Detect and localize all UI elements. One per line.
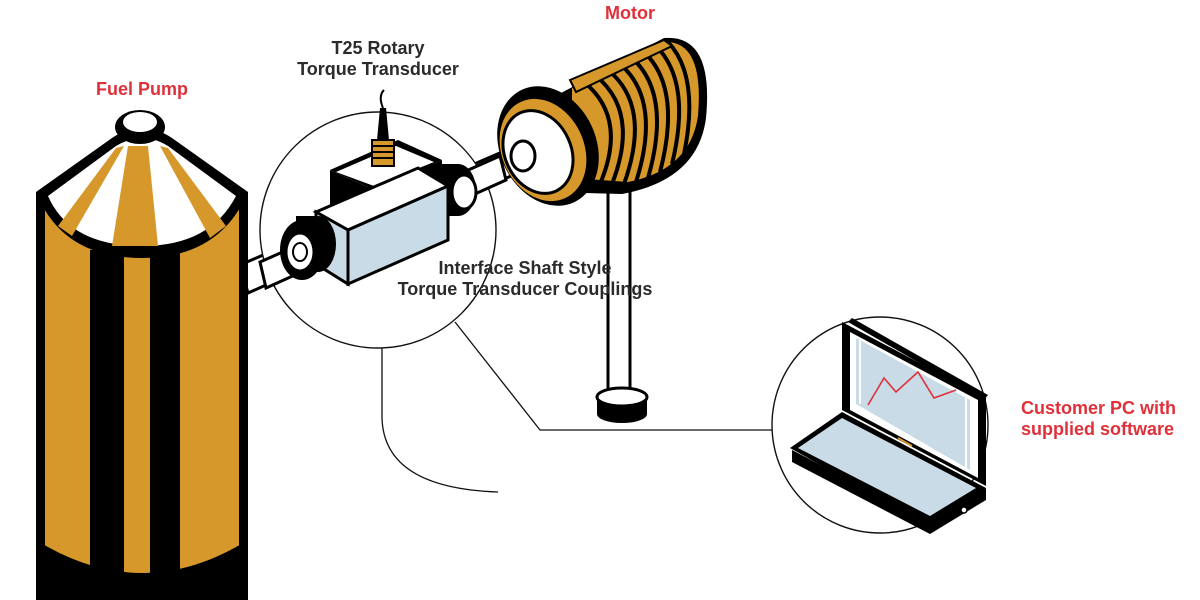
customer-pc-label-line2: supplied software [1021,419,1175,439]
pc-callout [771,316,989,534]
transducer-callout [258,89,508,349]
couplings-label-line1: Interface Shaft Style [438,258,612,278]
couplings-label: Interface Shaft Style Torque Transducer … [380,258,670,300]
couplings-label-line2: Torque Transducer Couplings [397,279,653,299]
transducer-cable [381,335,499,493]
left-coupling [280,216,336,280]
motor-stand [595,178,649,423]
transducer-label-line1: T25 Rotary [331,38,425,58]
motor [497,37,708,206]
transducer-label: T25 Rotary Torque Transducer [268,38,488,80]
signal-leader-line [454,321,776,431]
motor-label: Motor [605,3,655,23]
customer-pc-label-line1: Customer PC with [1021,398,1177,418]
transducer-connector [371,89,395,167]
fuel-pump-label: Fuel Pump [95,79,188,99]
software-graph [867,370,957,406]
customer-pc-label: Customer PC with supplied software [1021,398,1196,440]
fuel-pump [36,110,248,600]
transducer-label-line2: Torque Transducer [297,59,459,79]
usb-port-icon [960,506,968,514]
connection-lines [381,321,776,493]
customer-laptop [790,318,988,534]
